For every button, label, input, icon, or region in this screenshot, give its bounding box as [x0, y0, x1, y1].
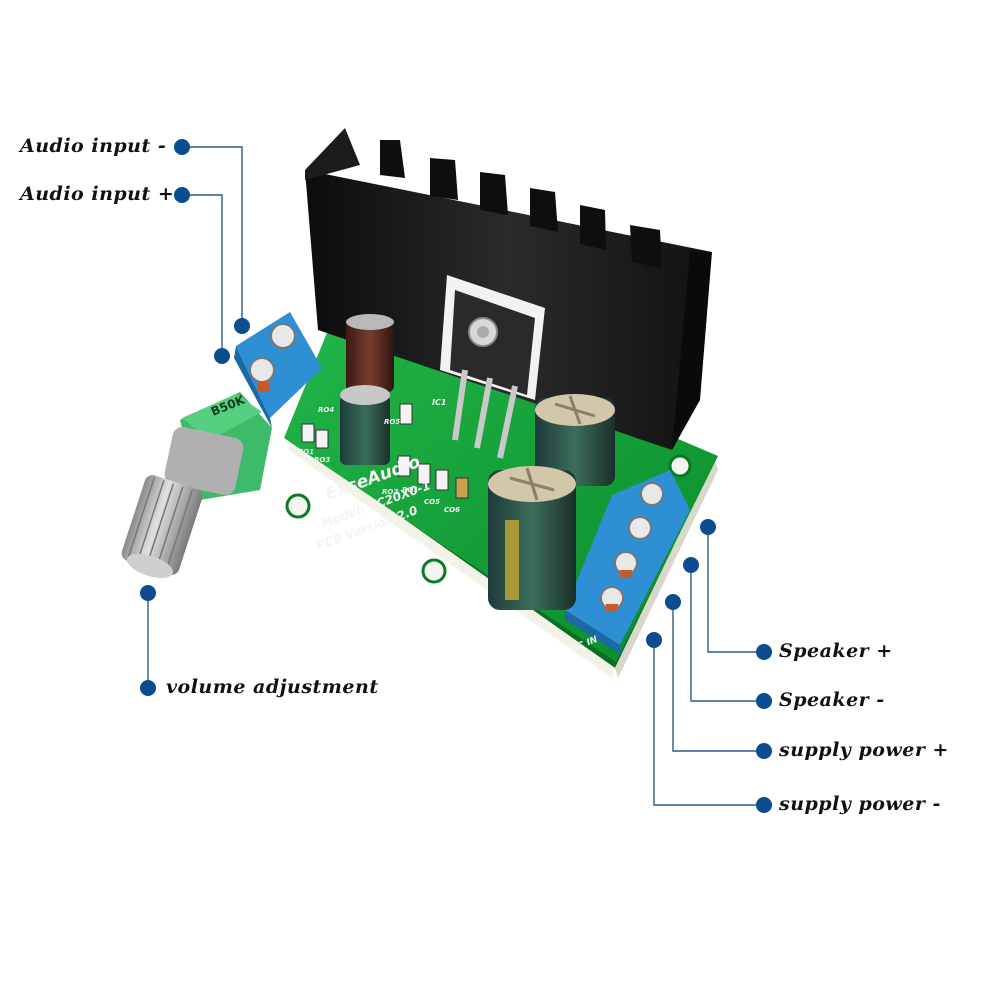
ref-co6: CO6 [444, 506, 460, 514]
label-speaker-minus: Speaker - [779, 689, 885, 711]
dot-supply-plus-label [756, 743, 772, 759]
ref-co1: CO1 [298, 448, 314, 456]
dot-audio-input-plus-target [214, 348, 230, 364]
ref-ro5: RO5 [384, 418, 400, 426]
ref-ro2: RO2 [382, 488, 398, 496]
smd-components [301, 403, 469, 499]
ref-ro4: RO4 [318, 406, 334, 414]
callout-dots [140, 139, 772, 813]
label-audio-input-minus: Audio input - [20, 135, 167, 157]
dot-supply-minus-label [756, 797, 772, 813]
dot-speaker-plus-label [756, 644, 772, 660]
dot-audio-input-plus-label [174, 187, 190, 203]
leader-audio-input-plus [182, 194, 223, 356]
ref-ro3: RO3 [314, 456, 330, 464]
label-supply-power-plus: supply power + [779, 739, 949, 761]
audio-input-terminal [234, 312, 322, 428]
dot-volume-target [140, 585, 156, 601]
dot-supply-plus-target [665, 594, 681, 610]
dot-supply-minus-target [646, 632, 662, 648]
power-speaker-terminal [565, 470, 690, 655]
capacitors [340, 314, 615, 610]
leader-audio-input-minus [182, 146, 243, 326]
dot-speaker-minus-target [683, 557, 699, 573]
dot-audio-input-minus-target [234, 318, 250, 334]
heatsink [305, 128, 712, 459]
leader-speaker-minus [690, 565, 764, 702]
ref-co5: CO5 [424, 498, 440, 506]
label-supply-power-minus: supply power - [779, 793, 941, 815]
ref-ic1: IC1 [432, 398, 446, 407]
dot-audio-input-minus-label [174, 139, 190, 155]
label-audio-input-plus: Audio input + [20, 183, 175, 205]
leader-supply-minus [653, 640, 764, 806]
leader-supply-plus [672, 602, 764, 752]
dot-speaker-plus-target [700, 519, 716, 535]
label-speaker-plus: Speaker + [779, 640, 893, 662]
callout-lines [147, 146, 764, 806]
volume-potentiometer: B50K [121, 392, 272, 579]
leader-speaker-plus [707, 527, 764, 653]
dot-volume-label [140, 680, 156, 696]
label-volume-adjustment: volume adjustment [166, 676, 379, 698]
dot-speaker-minus-label [756, 693, 772, 709]
ref-ro1: RO1 [402, 486, 418, 494]
